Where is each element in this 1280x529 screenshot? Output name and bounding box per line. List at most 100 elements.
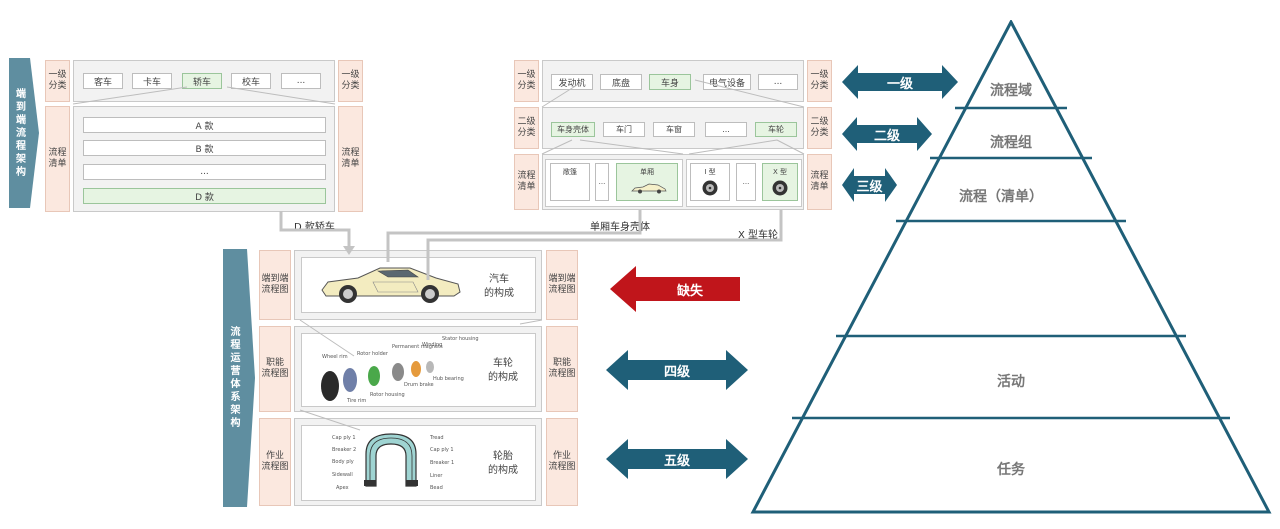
right-list-label: 流程 清单 <box>514 154 539 210</box>
model-row-more[interactable]: ... <box>83 164 326 180</box>
ops-row3-side-right: 作业 流程图 <box>546 418 578 506</box>
part-body-shell[interactable]: 车身壳体 <box>551 122 595 137</box>
part-wheel[interactable]: 车轮 <box>755 122 797 137</box>
tire-part-right-1: Tread <box>430 435 444 441</box>
tire-part-left-3: Body ply <box>332 459 354 465</box>
end-to-end-architecture-label: 端 到 端 流 程 架 构 <box>16 88 26 178</box>
part-window[interactable]: 车窗 <box>653 122 695 137</box>
right-list-label-right: 流程 清单 <box>807 154 832 210</box>
tire-part-right-5: Bead <box>430 485 443 491</box>
tire-part-right-4: Liner <box>430 473 443 479</box>
wheel-part-hub-bearing: Hub bearing <box>433 376 464 382</box>
ops-row1-side-left: 端到端 流程图 <box>259 250 291 320</box>
model-row-a[interactable]: A 款 <box>83 117 326 133</box>
left-list-label: 流程 清单 <box>45 106 70 212</box>
category-sedan[interactable]: 轿车 <box>182 73 222 89</box>
ops-row2-panel <box>294 326 542 412</box>
ops-row2-side-left: 职能 流程图 <box>259 326 291 412</box>
category-truck[interactable]: 卡车 <box>132 73 172 89</box>
operations-architecture-band: 流 程 运 营 体 系 架 构 <box>223 249 255 507</box>
wheel-part-rotor-housing: Rotor housing <box>370 392 405 398</box>
pyramid-level-domain: 流程域 <box>990 83 1032 99</box>
tire-part-left-2: Breaker 2 <box>332 447 357 453</box>
right-level2-panel: 车身壳体 车门 车窗 ... 车轮 <box>542 107 804 149</box>
double-arrow-level4 <box>606 350 748 390</box>
body-convertible[interactable]: 敞篷 <box>550 163 590 201</box>
pyramid-level-activity: 活动 <box>997 374 1025 390</box>
body-single-label: 单厢 <box>640 168 654 176</box>
right-list-panel: 敞篷 ... 单厢 I 型 ... X 型 <box>542 154 804 210</box>
car-composition-text: 汽车 的构成 <box>484 274 514 299</box>
tire-cross-section-illustration <box>364 433 418 487</box>
part-chassis[interactable]: 底盘 <box>600 74 642 90</box>
arrow-level3-label: 三级 <box>856 179 883 195</box>
ops-row1-side-right: 端到端 流程图 <box>546 250 578 320</box>
wheel-part-stator-housing: Stator housing <box>442 336 479 342</box>
caption-d-sedan: D 款轿车 <box>294 222 335 233</box>
part-door[interactable]: 车门 <box>603 122 645 137</box>
tire-part-left-4: Sidewall <box>332 472 353 478</box>
double-arrow-level5 <box>606 439 748 479</box>
model-row-d[interactable]: D 款 <box>83 188 326 204</box>
double-arrow-level2 <box>842 117 932 151</box>
pyramid-level-process: 流程（清单） <box>959 189 1043 205</box>
arrow-level2-label: 二级 <box>873 128 900 144</box>
wheel-part-wheel-rim: Wheel rim <box>322 354 348 360</box>
left-list-panel: A 款 B 款 ... D 款 <box>73 106 335 212</box>
tire-part-right-3: Breaker 1 <box>430 460 455 466</box>
double-arrow-level1 <box>842 65 958 99</box>
caption-single-body: 单厢车身壳体 <box>590 222 650 233</box>
wheel-type-x-label: X 型 <box>772 168 788 176</box>
body-more[interactable]: ... <box>595 163 609 201</box>
process-pyramid <box>750 20 1272 514</box>
pyramid-level-task: 任务 <box>997 462 1025 478</box>
arrow-level5-label: 五级 <box>663 453 690 469</box>
double-arrow-level3 <box>842 168 897 202</box>
left-list-label-right: 流程 清单 <box>338 106 363 212</box>
wheel-part-permanent-magnets: Permanent magnets <box>392 344 443 350</box>
tire-image-box <box>301 425 536 501</box>
wheel-type-1-label: I 型 <box>704 168 716 176</box>
part-more2[interactable]: ... <box>705 122 747 137</box>
body-single[interactable]: 单厢 <box>616 163 678 201</box>
operations-architecture-label: 流 程 运 营 体 系 架 构 <box>230 327 241 429</box>
left-level1-label-right: 一级 分类 <box>338 60 363 102</box>
right-level1-label: 一级 分类 <box>514 60 539 102</box>
wheel-icon <box>702 180 718 196</box>
right-level2-label: 二级 分类 <box>514 107 539 149</box>
right-level2-label-right: 二级 分类 <box>807 107 832 149</box>
wheel-more[interactable]: ... <box>736 163 756 201</box>
tire-composition-text: 轮胎 的构成 <box>488 451 518 476</box>
tire-part-right-2: Cap ply 1 <box>430 447 454 453</box>
right-level1-panel: 发动机 底盘 车身 电气设备 ... <box>542 60 804 102</box>
part-body[interactable]: 车身 <box>649 74 691 90</box>
mini-car-icon <box>631 183 667 194</box>
ops-row3-panel <box>294 418 542 506</box>
arrow-level4-label: 四级 <box>663 364 690 380</box>
category-bus[interactable]: 客车 <box>83 73 123 89</box>
right-level1-label-right: 一级 分类 <box>807 60 832 102</box>
wheel-part-drum-brake: Drum brake <box>404 382 434 388</box>
missing-arrow-label: 缺失 <box>676 283 703 299</box>
wheel-part-tire-rim: Tire rim <box>347 398 367 404</box>
pyramid-level-group: 流程组 <box>990 135 1032 151</box>
ops-row2-side-right: 职能 流程图 <box>546 326 578 412</box>
wheel-composition-text: 车轮 的构成 <box>488 358 518 383</box>
category-schoolbus[interactable]: 校车 <box>231 73 271 89</box>
part-more[interactable]: ... <box>758 74 798 90</box>
tire-part-left-1: Cap ply 1 <box>332 435 356 441</box>
model-row-b[interactable]: B 款 <box>83 140 326 156</box>
wheel-x-icon <box>772 180 788 196</box>
left-level1-panel: 客车 卡车 轿车 校车 ... <box>73 60 335 102</box>
wheel-part-winding: Winding <box>422 342 443 348</box>
arrow-level1-label: 一级 <box>886 76 913 92</box>
sports-car-illustration <box>321 267 461 303</box>
tire-part-left-5: Apex <box>336 485 349 491</box>
body-convertible-label: 敞篷 <box>563 168 577 176</box>
caption-x-wheel: X 型车轮 <box>738 230 779 241</box>
missing-arrow <box>610 266 740 312</box>
ops-row3-side-left: 作业 流程图 <box>259 418 291 506</box>
category-more[interactable]: ... <box>281 73 321 89</box>
part-engine[interactable]: 发动机 <box>551 74 593 90</box>
